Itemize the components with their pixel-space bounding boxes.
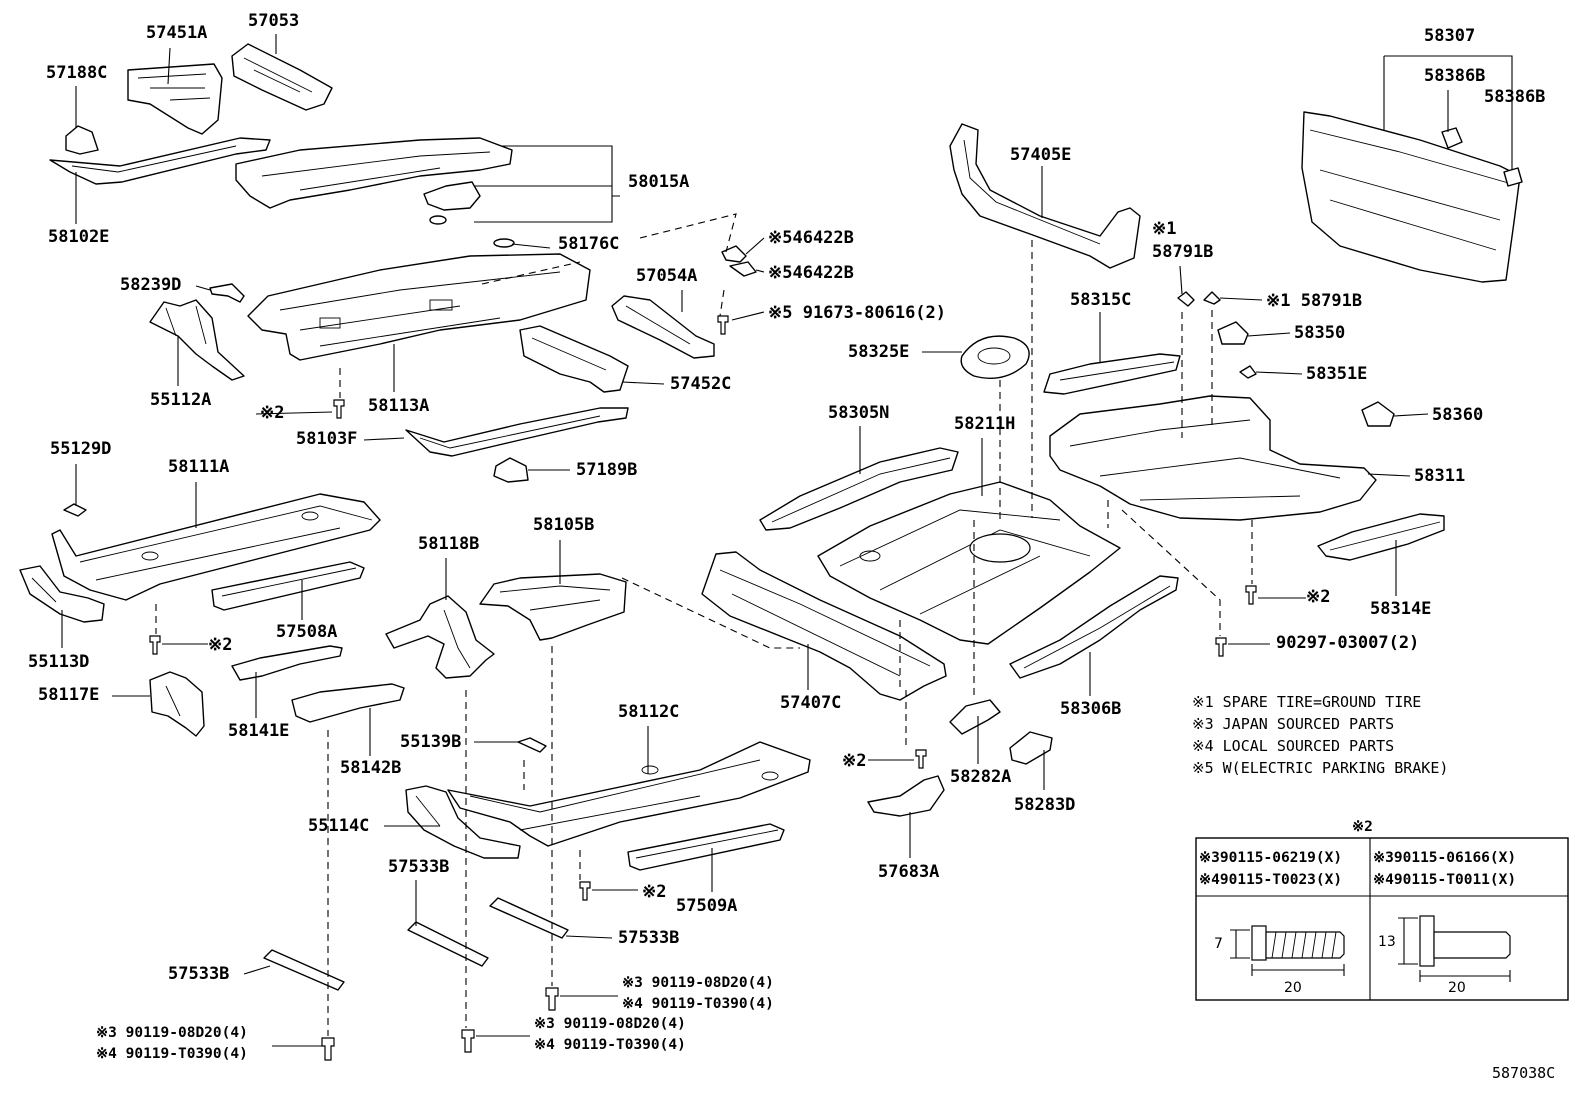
ref-mark-r1: ※1 <box>1152 219 1176 239</box>
bolt-spec-table: ※2 ※390115-06219(X) ※490115-T0023(X) ※39… <box>1195 819 1569 1001</box>
part-label-p58314E: 58314E <box>1370 599 1431 619</box>
part-label-p55129D: 55129D <box>50 439 111 459</box>
fastener-labels: ※3 90119-08D20(4) ※4 90119-T0390(4) ※3 901… <box>96 975 774 1062</box>
part-label-p57054A: 57054A <box>636 266 697 286</box>
part-label-p58113A: 58113A <box>368 396 429 416</box>
bolt-sketch-right: 13 20 <box>1378 915 1511 996</box>
part-label-p58311: 58311 <box>1414 466 1465 486</box>
part-label-p57683A: 57683A <box>878 862 939 882</box>
leader-lines <box>61 34 1513 1047</box>
part-label-p58015A: 58015A <box>628 172 689 192</box>
part-label-p58111A: 58111A <box>168 457 229 477</box>
ref-mark-r2b: ※2 <box>208 635 232 655</box>
ref-mark-r2a: ※2 <box>260 403 284 423</box>
fastener-label-f2a: ※3 90119-08D20(4) <box>534 1016 686 1032</box>
left-bolt-height: 7 <box>1214 936 1223 952</box>
figure-code: 587038C <box>1492 1064 1555 1082</box>
reference-marks: ※1 ※2 ※2 ※2 ※2 ※2 <box>208 219 1330 902</box>
notes-legend: ※1 SPARE TIRE=GROUND TIRE ※3 JAPAN SOURC… <box>1192 693 1448 777</box>
part-label-p57189B: 57189B <box>576 460 637 480</box>
part-label-p57509A: 57509A <box>676 896 737 916</box>
part-label-p55112A: 55112A <box>150 390 211 410</box>
note-1: ※1 SPARE TIRE=GROUND TIRE <box>1192 693 1421 711</box>
right-bolt-length: 20 <box>1448 980 1466 996</box>
fastener-label-f3b: ※4 90119-T0390(4) <box>96 1046 248 1062</box>
fastener-label-f3a: ※3 90119-08D20(4) <box>96 1025 248 1041</box>
part-label-p58118B: 58118B <box>418 534 479 554</box>
part-label-p57508A: 57508A <box>276 622 337 642</box>
part-label-p55139B: 55139B <box>400 732 461 752</box>
part-label-p55114C: 55114C <box>308 816 369 836</box>
part-label-p58283D: 58283D <box>1014 795 1075 815</box>
ref-mark-r2d: ※2 <box>642 882 666 902</box>
right-bolt-height: 13 <box>1378 934 1396 950</box>
bolt-table-r0c0: ※390115-06219(X) <box>1199 850 1342 866</box>
part-label-p90297: 90297-03007(2) <box>1276 633 1419 653</box>
bolt-table-r1c0: ※490115-T0023(X) <box>1199 872 1342 888</box>
ref-mark-r2c: ※2 <box>842 751 866 771</box>
part-label-p57405E: 57405E <box>1010 145 1071 165</box>
part-label-p57533B_2: 57533B <box>618 928 679 948</box>
part-label-p58305N: 58305N <box>828 403 889 423</box>
part-label-p58239D: 58239D <box>120 275 181 295</box>
bolt-icons <box>149 315 1257 1061</box>
part-label-p58211H: 58211H <box>954 414 1015 434</box>
part-label-p57407C: 57407C <box>780 693 841 713</box>
part-label-p58315C: 58315C <box>1070 290 1131 310</box>
note-3: ※3 JAPAN SOURCED PARTS <box>1192 715 1394 733</box>
part-label-p58103F: 58103F <box>296 429 357 449</box>
part-labels: 57451A 57053 57188C 58102E 58015A 58176C ※5464… <box>28 11 1545 984</box>
bolt-table-r1c1: ※490115-T0011(X) <box>1373 872 1516 888</box>
part-label-p58141E: 58141E <box>228 721 289 741</box>
part-label-p58102E: 58102E <box>48 227 109 247</box>
note-4: ※4 LOCAL SOURCED PARTS <box>1192 737 1394 755</box>
part-label-p58306B: 58306B <box>1060 699 1121 719</box>
part-label-p58360: 58360 <box>1432 405 1483 425</box>
note-5: ※5 W(ELECTRIC PARKING BRAKE) <box>1192 759 1448 777</box>
part-label-p57053: 57053 <box>248 11 299 31</box>
part-label-p58791B_2: ※1 58791B <box>1266 291 1362 311</box>
part-label-p58791B_1: 58791B <box>1152 242 1213 262</box>
part-label-p46422B_1: ※546422B <box>768 228 854 248</box>
part-label-p58105B: 58105B <box>533 515 594 535</box>
part-label-p58325E: 58325E <box>848 342 909 362</box>
part-label-p58282A: 58282A <box>950 767 1011 787</box>
part-label-p58176C: 58176C <box>558 234 619 254</box>
part-label-p58142B: 58142B <box>340 758 401 778</box>
bolt-table-frame <box>1195 837 1569 1001</box>
part-label-p57533B_3: 57533B <box>168 964 229 984</box>
fastener-label-f1a: ※3 90119-08D20(4) <box>622 975 774 991</box>
part-label-p46422B_2: ※546422B <box>768 263 854 283</box>
bolt-table-header: ※2 <box>1352 819 1373 835</box>
part-drawings <box>19 43 1523 1061</box>
part-label-p58386B_1: 58386B <box>1424 66 1485 86</box>
part-label-p58351E: 58351E <box>1306 364 1367 384</box>
part-label-p58350: 58350 <box>1294 323 1345 343</box>
bolt-table-r0c1: ※390115-06166(X) <box>1373 850 1516 866</box>
part-label-p57451A: 57451A <box>146 23 207 43</box>
fastener-label-f1b: ※4 90119-T0390(4) <box>622 996 774 1012</box>
part-label-p57533B_1: 57533B <box>388 857 449 877</box>
part-label-p91673: ※5 91673-80616(2) <box>768 303 946 323</box>
part-label-p58307: 58307 <box>1424 26 1475 46</box>
part-label-p57452C: 57452C <box>670 374 731 394</box>
bolt-sketch-left: 7 20 <box>1214 925 1345 996</box>
fastener-label-f2b: ※4 90119-T0390(4) <box>534 1037 686 1053</box>
part-label-p58112C: 58112C <box>618 702 679 722</box>
ref-mark-r2e: ※2 <box>1306 587 1330 607</box>
dashed-lines <box>155 213 1253 1036</box>
part-label-p57188C: 57188C <box>46 63 107 83</box>
part-label-p58386B_2: 58386B <box>1484 87 1545 107</box>
left-bolt-length: 20 <box>1284 980 1302 996</box>
part-label-p58117E: 58117E <box>38 685 99 705</box>
part-label-p55113D: 55113D <box>28 652 89 672</box>
